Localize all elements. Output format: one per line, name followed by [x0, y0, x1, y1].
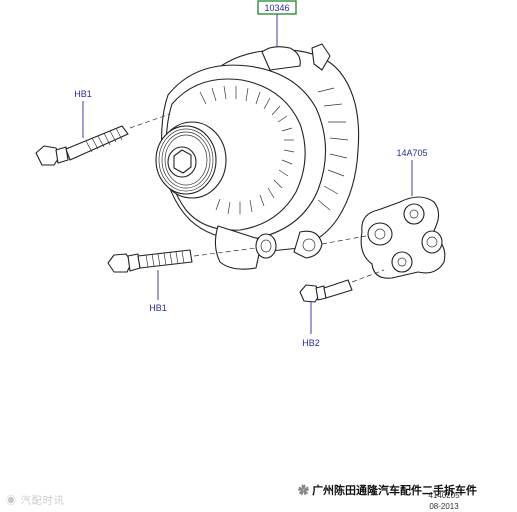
- part-label-bracket[interactable]: 14A705: [396, 148, 427, 158]
- part-label-alternator[interactable]: 10346: [257, 0, 297, 15]
- axis-bracket: [321, 235, 367, 245]
- wechat-icon: ✿: [298, 485, 309, 497]
- watermark-right-text: 广州陈田通隆汽车配件二手拆车件: [312, 485, 478, 497]
- alternator-unit: [155, 43, 360, 270]
- figure-date: 08-2013: [429, 502, 459, 511]
- bracket-14a705: [360, 196, 446, 279]
- part-label-hb2[interactable]: HB2: [302, 338, 320, 348]
- part-label-hb1-upper[interactable]: HB1: [74, 89, 92, 99]
- svg-text:10346: 10346: [264, 3, 289, 13]
- axis-hb1-lower: [193, 247, 257, 257]
- watermark-left: ◉ 汽配时讯: [6, 492, 65, 507]
- bolt-hb2: [299, 279, 353, 303]
- weibo-icon: ◉: [6, 496, 17, 507]
- watermark-left-text: 汽配时讯: [20, 496, 65, 507]
- part-label-hb1-lower[interactable]: HB1: [149, 303, 167, 313]
- watermark-right: ✿ 广州陈田通隆汽车配件二手拆车件: [298, 482, 477, 498]
- axis-hb2: [351, 269, 385, 283]
- figure-ref-number: 4140205: [428, 491, 460, 500]
- axis-hb1-upper: [129, 113, 171, 129]
- bolt-hb1-upper: [35, 125, 129, 166]
- bolt-hb1-lower: [107, 249, 193, 273]
